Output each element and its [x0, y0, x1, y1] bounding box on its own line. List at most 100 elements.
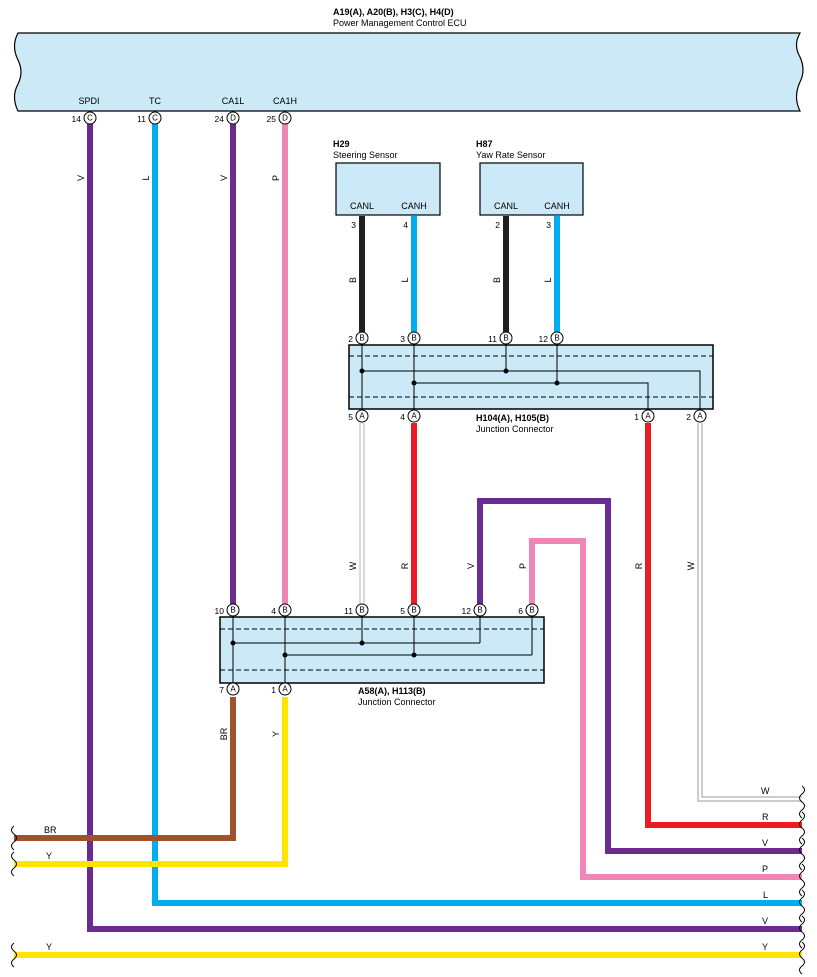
jc2-top-pin-conn: B — [529, 606, 534, 615]
jc2-top-pin-num: 4 — [271, 606, 276, 616]
steering-pin-canl-label: CANL — [350, 201, 374, 211]
edge-label-right: V — [762, 916, 768, 926]
jc1-bottom-pin-num: 5 — [348, 412, 353, 422]
wire-label-ca1l: V — [219, 175, 229, 181]
jc1-top-pin-conn: B — [503, 334, 508, 343]
jc2-top-pin-num: 6 — [518, 606, 523, 616]
jc2-bottom-pin-num: 7 — [219, 685, 224, 695]
ecu-pin-spdi-conn: C — [87, 114, 93, 123]
ecu-pin-ca1l: 24 D — [215, 111, 240, 125]
jc2-bottom-pin-num: 1 — [271, 685, 276, 695]
jc2-top-pin: 10 B — [215, 603, 240, 617]
ecu-code: A19(A), A20(B), H3(C), H4(D) — [333, 7, 454, 17]
wire-label-tc: L — [141, 175, 151, 180]
wire-label-spdi: V — [76, 175, 86, 181]
wire-jc-violet — [477, 498, 802, 854]
jc1-name: Junction Connector — [476, 424, 554, 434]
jc2-top-pin-num: 12 — [462, 606, 472, 616]
jc1-bottom-pin: 1 A — [634, 409, 655, 423]
yaw-pin-canl-num: 2 — [495, 220, 500, 230]
ecu-pin-ca1l-conn: D — [230, 114, 236, 123]
wire-white-long — [697, 423, 802, 802]
wire-label-white-long: W — [686, 561, 696, 570]
wire-label-yellow: Y — [271, 731, 281, 737]
edge-label-right: Y — [762, 942, 768, 952]
jc1-bottom-pin-conn: A — [697, 412, 703, 421]
edge-label-right: V — [762, 838, 768, 848]
yaw-sensor-code: H87 — [476, 139, 493, 149]
yaw-pin-canh-label: CANH — [544, 201, 570, 211]
jc2-top-pin-num: 5 — [400, 606, 405, 616]
jc2-top-pin: 11 B — [344, 603, 369, 617]
edge-label-right: L — [763, 890, 768, 900]
wire-label-yaw-canh: L — [543, 277, 553, 282]
ecu-pin-ca1h: 25 D — [267, 111, 292, 125]
jc1-bottom-pin-num: 1 — [634, 412, 639, 422]
wire-jc-pink — [529, 538, 802, 880]
edge-label-right: P — [762, 864, 768, 874]
wire-label-red-long: R — [634, 562, 644, 569]
wire-label-jc-pink: P — [518, 563, 528, 569]
jc1-top-pin-num: 2 — [348, 334, 353, 344]
edge-label-right: R — [762, 812, 769, 822]
jc2-bottom-pin: 7 A — [219, 682, 240, 696]
jc1-top-pin: 3 B — [400, 331, 421, 345]
jc2-top-pin: 12 B — [462, 603, 487, 617]
jc1-top-pin: 2 B — [348, 331, 369, 345]
wire-label-steering-canh: L — [400, 277, 410, 282]
jc1-box — [348, 344, 714, 410]
jc2-top-pin: 5 B — [400, 603, 421, 617]
jc2-junction-dots — [230, 640, 417, 658]
jc1-bottom-pin: 2 A — [686, 409, 707, 423]
ecu-pin-tc-label: TC — [149, 96, 161, 106]
ecu-pin-ca1h-label: CA1H — [273, 96, 297, 106]
jc2-bottom-pin-conn: A — [230, 685, 236, 694]
jc1-top-pin-conn: B — [411, 334, 416, 343]
left-edge-breaks — [11, 825, 17, 968]
wire-yellow — [14, 697, 288, 867]
edge-label-left-y-bottom: Y — [46, 942, 52, 952]
edge-label-left-br: BR — [44, 825, 57, 835]
jc1-bottom-pin: 4 A — [400, 409, 421, 423]
jc2-top-pin-conn: B — [282, 606, 287, 615]
wire-label-ca1h: P — [271, 175, 281, 181]
yaw-sensor-box — [479, 162, 584, 216]
jc1-top-pin-num: 3 — [400, 334, 405, 344]
jc2-code: A58(A), H113(B) — [358, 686, 426, 696]
wire-label-brown: BR — [219, 727, 229, 740]
steering-pin-canh-num: 4 — [403, 220, 408, 230]
jc1-bottom-pin: 5 A — [348, 409, 369, 423]
steering-sensor-box — [335, 162, 441, 216]
ecu-box — [13, 32, 804, 112]
ecu-pin-ca1l-num: 24 — [215, 114, 225, 124]
ecu-pin-tc: 11 C — [137, 111, 162, 125]
jc2-bottom-pin-conn: A — [282, 685, 288, 694]
ecu-name: Power Management Control ECU — [333, 18, 467, 28]
jc2-bottom-pin: 1 A — [271, 682, 292, 696]
ecu-pin-spdi: 14 C — [72, 111, 97, 125]
jc2-top-pin-conn: B — [477, 606, 482, 615]
steering-pin-canh-label: CANH — [401, 201, 427, 211]
jc2-box — [219, 616, 545, 684]
wire-label-jc-violet: V — [466, 563, 476, 569]
yaw-pin-canh-num: 3 — [546, 220, 551, 230]
wire-red-long — [645, 423, 802, 828]
jc2-top-pin-conn: B — [411, 606, 416, 615]
wire-label-jc-white: W — [348, 561, 358, 570]
jc1-junction-dots — [359, 368, 560, 386]
jc1-top-pin: 12 B — [539, 331, 564, 345]
jc1-top-pin-conn: B — [359, 334, 364, 343]
wire-label-jc-red: R — [400, 562, 410, 569]
jc1-bottom-pin-conn: A — [645, 412, 651, 421]
jc1-top-pin-num: 11 — [488, 334, 497, 344]
jc2-top-pin-num: 10 — [215, 606, 225, 616]
jc1-bus — [361, 338, 701, 417]
steering-sensor-name: Steering Sensor — [333, 150, 398, 160]
wire-white-long-core — [698, 423, 802, 801]
jc2-top-pin: 6 B — [518, 603, 539, 617]
jc2-top-pin-conn: B — [230, 606, 235, 615]
yaw-sensor-name: Yaw Rate Sensor — [476, 150, 545, 160]
ecu-pin-ca1l-label: CA1L — [222, 96, 245, 106]
jc1-bottom-pin-num: 4 — [400, 412, 405, 422]
